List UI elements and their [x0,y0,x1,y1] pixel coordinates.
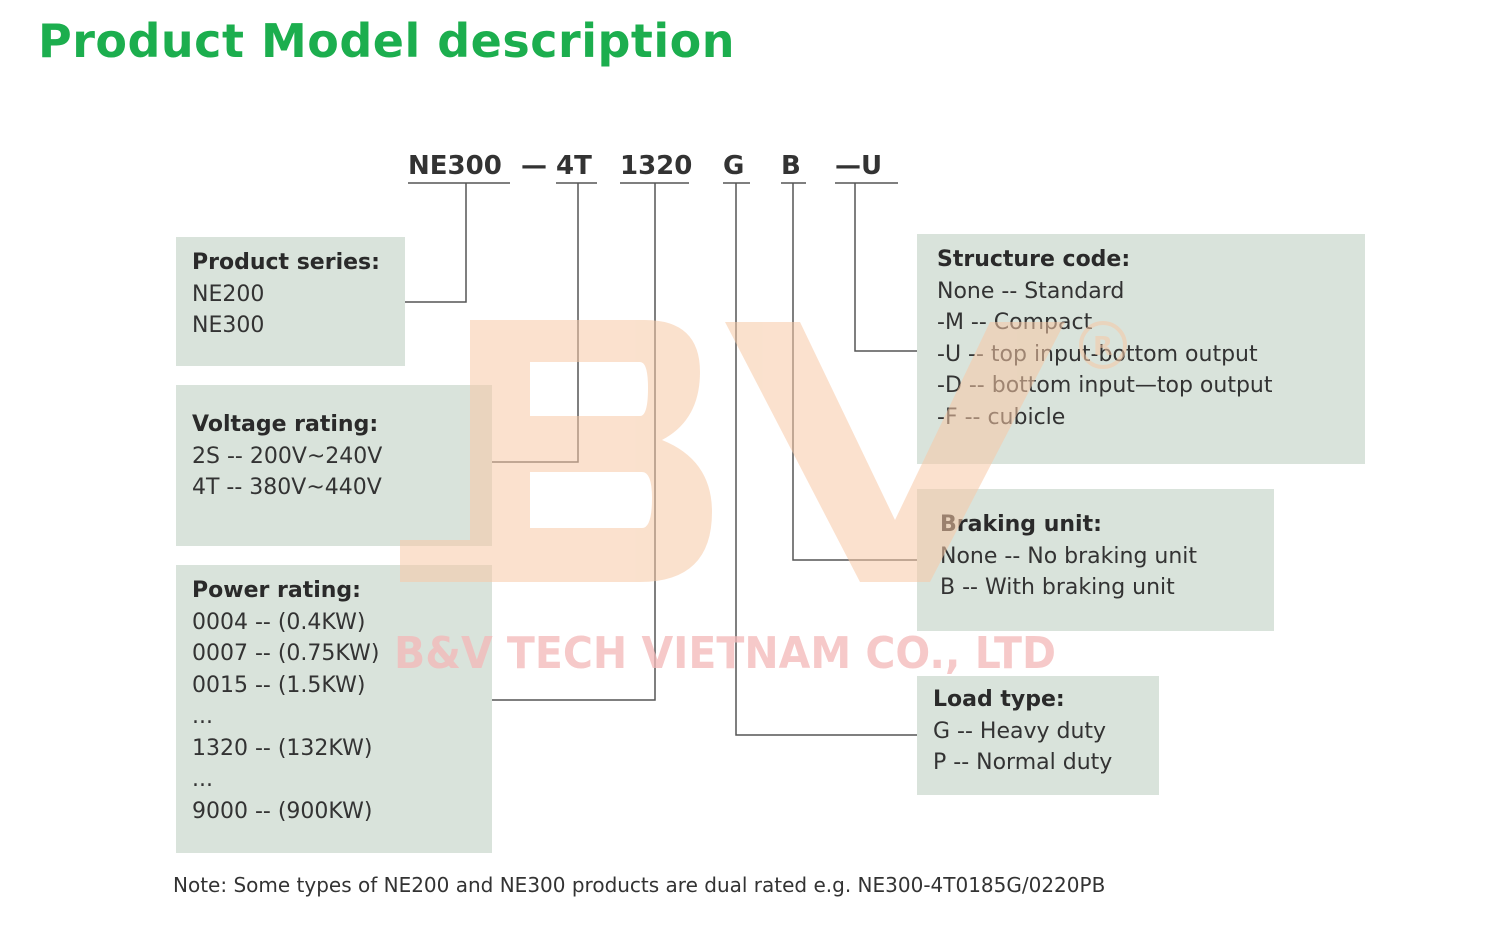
connector-structure [854,183,917,352]
product-series-line: NE200 [192,281,265,307]
model-braking-code: B [781,151,801,181]
load-type-box: Load type: G -- Heavy duty P -- Normal d… [917,676,1159,795]
power-rating-line: 1320 -- (132KW) [192,735,373,761]
structure-code-line: None -- Standard [937,278,1125,304]
power-rating-box: Power rating: 0004 -- (0.4KW) 0007 -- (0… [176,565,492,853]
connector-voltage [492,183,579,463]
model-power-code: 1320 [620,151,693,181]
load-type-line: G -- Heavy duty [933,718,1107,744]
power-rating-line: 0004 -- (0.4KW) [192,609,366,635]
connector-series [405,183,467,303]
power-rating-line: ... [192,767,213,792]
connector-power [492,183,656,701]
model-series-code: NE300 [408,151,502,181]
power-rating-line: 9000 -- (900KW) [192,798,373,824]
power-rating-line: 0007 -- (0.75KW) [192,641,380,666]
product-series-title: Product series: [192,250,380,275]
voltage-rating-line: 4T -- 380V~440V [192,475,382,500]
product-series-box: Product series: NE200 NE300 [176,237,405,366]
load-type-line: P -- Normal duty [933,750,1113,775]
voltage-rating-line: 2S -- 200V~240V [192,443,383,469]
voltage-rating-title: Voltage rating: [192,412,379,437]
model-dash: — [521,151,547,181]
power-rating-line: ... [192,704,213,729]
page-title: Product Model description [38,14,735,68]
product-series-line: NE300 [192,313,265,338]
structure-code-title: Structure code: [937,247,1131,272]
power-rating-title: Power rating: [192,578,361,603]
connector-load [735,183,917,736]
model-voltage-code: 4T [556,151,592,181]
footnote: Note: Some types of NE200 and NE300 prod… [173,873,1106,897]
model-structure-code: —U [835,151,883,181]
load-type-title: Load type: [933,687,1065,712]
power-rating-line: 0015 -- (1.5KW) [192,672,366,698]
model-load-code: G [723,151,745,181]
